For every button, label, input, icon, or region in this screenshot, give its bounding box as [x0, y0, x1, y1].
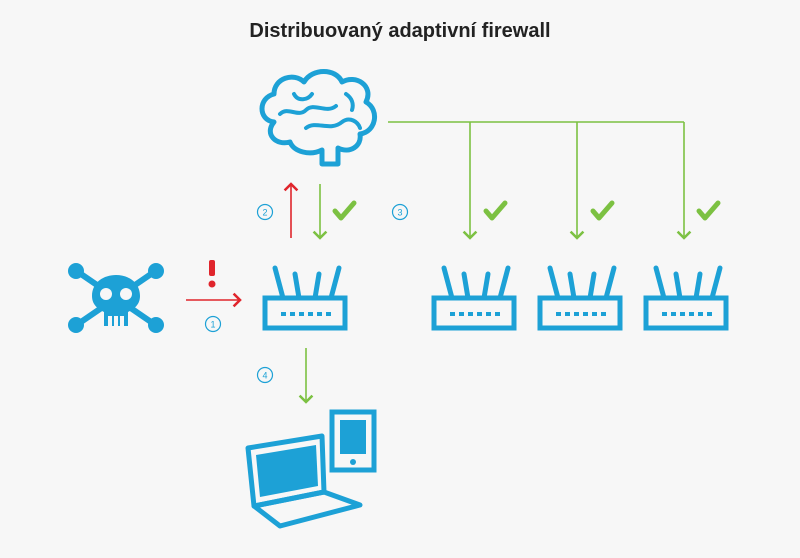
- step-4-badge: 4: [256, 366, 274, 384]
- step-2-badge: 2: [256, 203, 274, 221]
- exclamation-icon: [208, 260, 216, 288]
- router-remote-3: [646, 268, 726, 328]
- diagram-title: Distribuovaný adaptivní firewall: [249, 20, 551, 42]
- skull-crossbones-icon: [68, 263, 164, 333]
- check-icon: [699, 203, 718, 218]
- check-icon: [486, 203, 505, 218]
- check-icon: [335, 203, 354, 218]
- step-1-label: 1: [210, 320, 215, 330]
- router-remote-2: [540, 268, 620, 328]
- distribution-lines: [388, 121, 692, 240]
- router-main: [265, 268, 345, 328]
- check-icon: [593, 203, 612, 218]
- laptop-tablet-icon: [245, 409, 377, 529]
- router-remote-1: [434, 268, 514, 328]
- step-2-label: 2: [262, 208, 267, 218]
- step-3-badge: 3: [391, 203, 409, 221]
- step-1-badge: 1: [204, 315, 222, 333]
- brain-icon: [259, 69, 377, 167]
- step-4-label: 4: [262, 371, 267, 381]
- step-3-label: 3: [397, 208, 402, 218]
